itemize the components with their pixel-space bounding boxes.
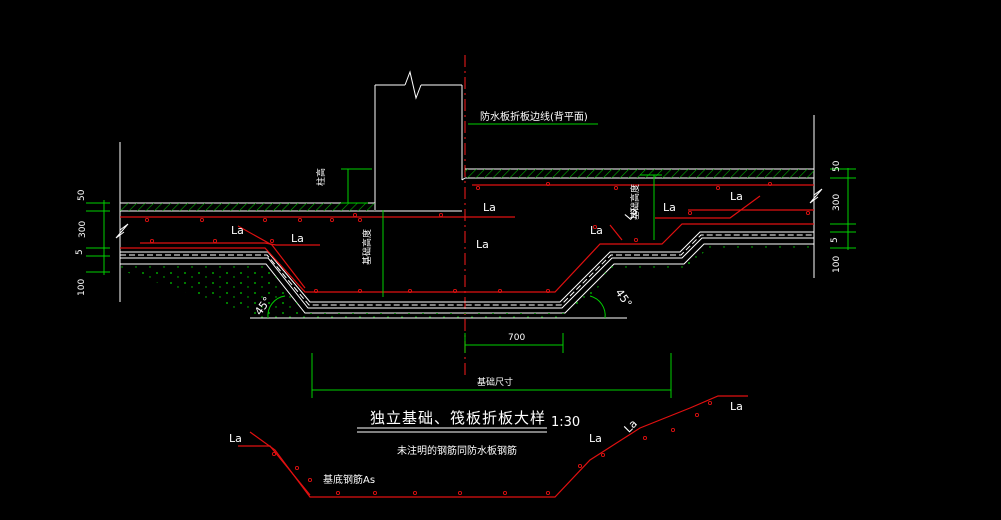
la-label: La: [730, 190, 743, 203]
dimension-lines: [86, 123, 856, 398]
la-label: La: [663, 201, 676, 214]
thickness-left-label: 基础高度: [361, 229, 373, 265]
rebar-top-right: [472, 184, 814, 219]
right-dim-5: 5: [830, 237, 840, 243]
la-label: La: [476, 238, 489, 251]
la-label: La: [622, 417, 640, 435]
left-dim-50: 50: [77, 189, 87, 201]
la-label: La: [730, 400, 743, 413]
dimension-700: 700: [508, 333, 525, 343]
thickness-right-label: 基础高度: [629, 184, 641, 220]
title-underline: [357, 427, 547, 433]
rebar-dots: [144, 181, 811, 294]
la-label: La: [622, 205, 640, 223]
la-label: La: [229, 432, 242, 445]
bottom-rebar-shape: [238, 395, 748, 498]
left-slab: [120, 202, 462, 212]
concrete-cushion: [120, 244, 814, 319]
left-dim-100: 100: [77, 279, 87, 296]
la-label: La: [231, 224, 244, 237]
la-label: La: [291, 232, 304, 245]
foundation-size-label: 基础尺寸: [477, 376, 513, 388]
waterproof-note: 防水板折板边线(背平面): [480, 110, 588, 123]
angle-right-label: 45°: [613, 287, 635, 310]
left-dim-5: 5: [75, 249, 85, 255]
drawing-scale: 1:30: [551, 415, 580, 430]
bottom-rebar-dots: [271, 400, 713, 496]
right-dim-300: 300: [832, 194, 842, 211]
drawing-title: 独立基础、筏板折板大样: [370, 409, 546, 427]
column-height-label: 柱高: [315, 168, 327, 186]
right-dim-100: 100: [832, 256, 842, 273]
la-label: La: [590, 224, 603, 237]
drawing-note: 未注明的钢筋同防水板钢筋: [397, 444, 517, 457]
left-dim-300: 300: [78, 221, 88, 238]
wall-break-symbols: [115, 188, 823, 239]
right-dim-50: 50: [832, 160, 842, 172]
right-slab: [461, 168, 814, 181]
rebar-top-left: [120, 216, 515, 246]
la-label: La: [589, 432, 602, 445]
la-label: La: [483, 201, 496, 214]
bottom-rebar-label: 基底钢筋As: [323, 473, 375, 486]
rebar-bottom: [120, 223, 814, 293]
waterproof-layer: [120, 234, 814, 306]
column: [374, 70, 463, 210]
